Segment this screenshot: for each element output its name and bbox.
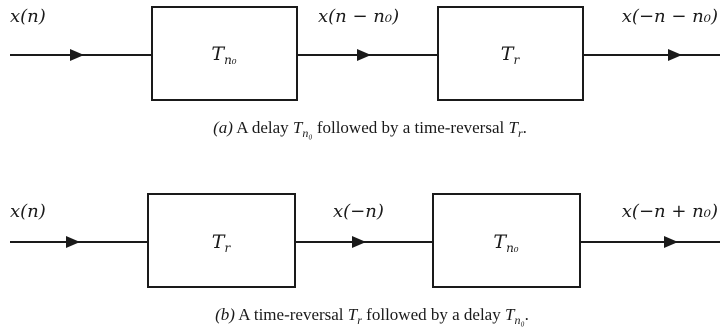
b-middle-label: x(−n)	[333, 201, 384, 222]
arrow-a-output	[668, 49, 682, 61]
diagram-a	[10, 6, 720, 101]
arrow-a-middle	[357, 49, 371, 61]
arrow-a-input	[70, 49, 84, 61]
block-a-reversal	[437, 6, 584, 101]
block-a-delay	[151, 6, 298, 101]
block-b-reversal	[147, 193, 296, 288]
b-output-label: x(−n + n₀)	[621, 201, 718, 222]
block-b-delay	[432, 193, 581, 288]
a-output-label: x(−n − n₀)	[621, 6, 718, 27]
a-middle-label: x(n − n₀)	[318, 6, 400, 27]
b-block1-label: Tr	[211, 231, 231, 255]
b-block2-label: Tn₀	[493, 231, 519, 255]
a-block2-label: Tr	[500, 43, 520, 67]
arrow-b-input	[66, 236, 80, 248]
b-input-label: x(n)	[10, 201, 46, 222]
arrow-b-middle	[352, 236, 366, 248]
arrow-b-output	[664, 236, 678, 248]
diagram-b	[10, 193, 720, 288]
caption-a: (a) A delay Tn₀ followed by a time-rever…	[213, 118, 527, 140]
a-input-label: x(n)	[10, 6, 46, 27]
a-block1-label: Tn₀	[211, 43, 237, 67]
caption-b: (b) A time-reversal Tr followed by a del…	[215, 305, 529, 327]
